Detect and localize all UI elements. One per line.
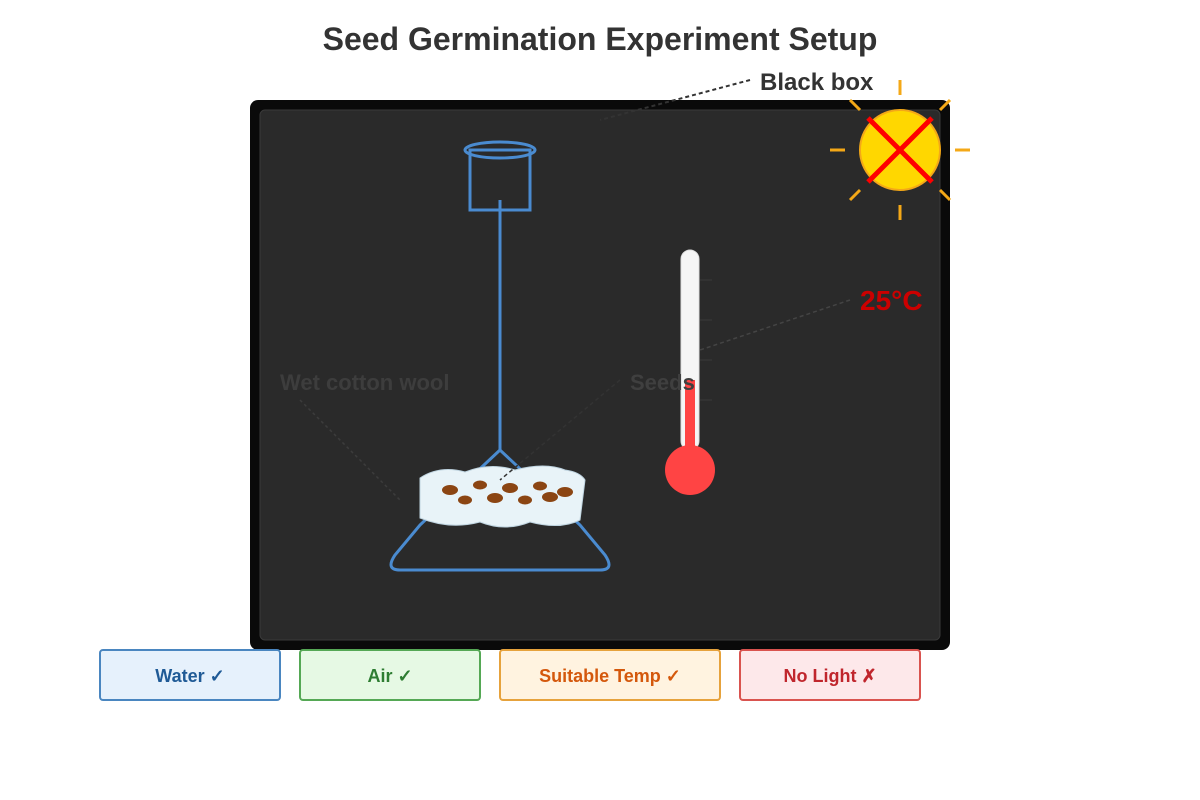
- condition-label: Air ✓: [367, 666, 412, 686]
- flask-icon: [389, 140, 611, 572]
- seed: [557, 487, 573, 497]
- cotton-label: Wet cotton wool: [280, 370, 449, 395]
- black-box-label: Black box: [760, 69, 874, 96]
- seeds-leader: [499, 379, 621, 481]
- condition-air: Air ✓: [299, 649, 481, 701]
- seed: [458, 495, 472, 505]
- seed: [442, 485, 458, 495]
- seed: [542, 492, 558, 502]
- temperature-leader: [699, 299, 851, 351]
- page-title: Seed Germination Experiment Setup: [323, 21, 878, 57]
- black-box-leader: [599, 79, 751, 121]
- seed: [502, 483, 518, 493]
- condition-light: No Light ✗: [739, 649, 921, 701]
- thermometer-icon: [665, 249, 715, 495]
- condition-label: Suitable Temp ✓: [539, 666, 681, 686]
- seed: [473, 480, 487, 490]
- seed: [518, 495, 532, 505]
- condition-water: Water ✓: [99, 649, 281, 701]
- condition-label: Water ✓: [155, 666, 224, 686]
- seeds-label: Seeds: [630, 370, 695, 395]
- cross-icon: [866, 116, 934, 184]
- thermometer-ticks: [700, 279, 712, 401]
- seeds: [442, 480, 573, 505]
- condition-temp: Suitable Temp ✓: [499, 649, 721, 701]
- seed: [487, 493, 503, 503]
- temperature-label: 25°C: [860, 285, 923, 316]
- condition-label: No Light ✗: [783, 666, 876, 686]
- seed: [533, 481, 547, 491]
